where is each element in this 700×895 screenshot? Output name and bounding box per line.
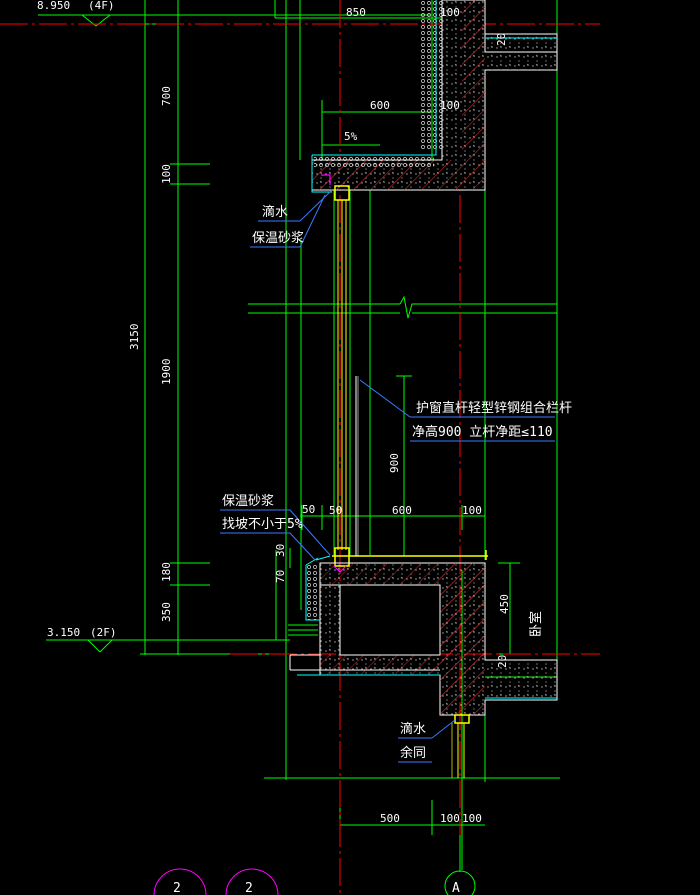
- dim-50-b: 50: [329, 504, 342, 517]
- axis-bubble-a: [444, 870, 476, 895]
- dim-850: 850: [346, 6, 366, 19]
- upper-structure: [311, 0, 558, 193]
- dim-100-top: 100: [440, 6, 460, 19]
- dim-1900: 1900: [160, 359, 173, 386]
- annotation-notes: 滴水 保温砂浆 护窗直杆轻型锌钢组合栏杆 净高900 立杆净距≤110 保温砂浆…: [222, 204, 572, 761]
- axis-label-2a: 2: [173, 881, 181, 895]
- dim-100-b2: 100: [462, 812, 482, 825]
- note-slope: 找坡不小于5%: [222, 517, 303, 532]
- dim-450: 450: [498, 594, 511, 614]
- dim-700: 700: [160, 86, 173, 106]
- dim-70: 70: [274, 570, 287, 583]
- note-drip-bottom: 滴水: [400, 721, 426, 737]
- dim-100-left: 100: [160, 164, 173, 184]
- leader-lines: [220, 189, 555, 763]
- note-same: 余同: [400, 745, 426, 761]
- dim-50-a: 50: [302, 503, 315, 516]
- dim-100-mid: 100: [440, 99, 460, 112]
- bottom-level-elev: 3.150: [47, 626, 80, 639]
- dim-3150: 3150: [128, 324, 141, 351]
- window-frame: [332, 185, 488, 567]
- bottom-level-floor: (2F): [90, 626, 117, 639]
- note-railing-line1: 护窗直杆轻型锌钢组合栏杆: [416, 400, 572, 416]
- axis-bubble-2b: [225, 868, 279, 895]
- dim-900: 900: [388, 453, 401, 473]
- note-mortar-top: 保温砂浆: [252, 231, 304, 246]
- dim-20-top: 20: [495, 33, 508, 46]
- dim-600-top: 600: [370, 99, 390, 112]
- axis-label-a: A: [452, 881, 460, 895]
- note-mortar-bottom: 保温砂浆: [222, 494, 274, 509]
- dim-500: 500: [380, 812, 400, 825]
- lower-structure: [289, 555, 558, 778]
- top-level-elev: 8.950: [37, 0, 70, 12]
- axis-bubbles: A 2 2: [153, 868, 476, 895]
- top-level-floor: (4F): [88, 0, 115, 12]
- dim-100-b1: 100: [440, 812, 460, 825]
- dim-30: 30: [274, 544, 287, 557]
- note-drip-top: 滴水: [262, 204, 288, 220]
- dim-20-bottom: 20: [496, 655, 509, 668]
- dim-600-bottom: 600: [392, 504, 412, 517]
- dim-180: 180: [160, 562, 173, 582]
- slope-5pct: 5%: [344, 130, 358, 143]
- dimension-labels: 8.950 (4F) 3.150 (2F) 850 100 20 700 600…: [37, 0, 511, 825]
- dim-350: 350: [160, 602, 173, 622]
- axis-label-2b: 2: [245, 881, 253, 895]
- green-outline-lines: [38, 0, 560, 872]
- note-room-bedroom: 卧室: [528, 611, 544, 637]
- dim-100-sill: 100: [462, 504, 482, 517]
- note-railing-line2: 净高900 立杆净距≤110: [412, 424, 553, 440]
- axis-bubble-2a: [153, 868, 207, 895]
